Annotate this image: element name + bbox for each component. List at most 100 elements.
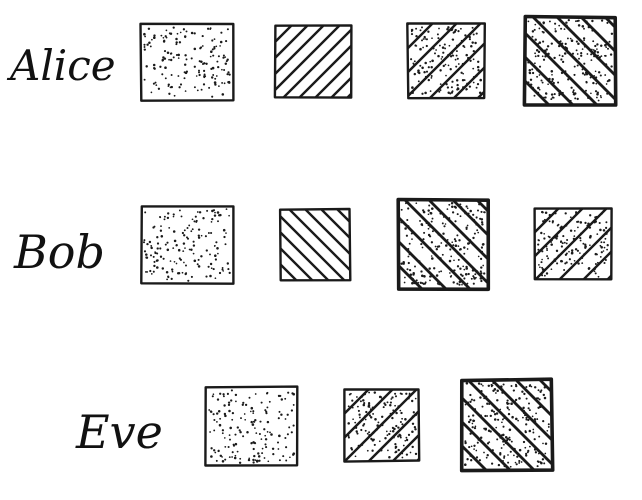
stipple-dot <box>584 221 587 225</box>
stipple-dot <box>185 58 188 61</box>
stipple-dot <box>479 396 482 399</box>
stipple-dot <box>433 267 436 270</box>
stipple-dot <box>550 241 553 243</box>
stipple-dot <box>169 52 172 55</box>
stipple-dot <box>469 59 472 62</box>
stipple-dot <box>604 63 608 66</box>
stipple-dot <box>516 455 519 458</box>
stipple-dot <box>534 420 537 423</box>
stipple-dot <box>458 239 461 242</box>
stipple-dot <box>583 73 586 76</box>
stipple-dot <box>502 459 504 462</box>
stipple-dot <box>244 418 247 421</box>
stipple-dot <box>455 65 458 68</box>
stipple-dot <box>368 414 372 417</box>
stipple-dot <box>577 262 580 265</box>
stipple-dot <box>470 277 473 280</box>
stipple-dot <box>564 46 567 48</box>
stipple-dot <box>504 436 508 439</box>
stipple-dot <box>570 39 574 42</box>
stipple-dot <box>436 42 438 45</box>
stipple-dot <box>183 229 186 232</box>
stipple-dot <box>535 412 538 415</box>
stipple-dot <box>525 423 528 426</box>
stipple-dot <box>356 432 359 435</box>
stipple-dot <box>216 398 220 401</box>
stipple-dot <box>464 440 467 443</box>
stipple-dot <box>485 456 488 459</box>
stipple-dot <box>190 57 193 60</box>
stipple-dot <box>542 442 544 445</box>
stipple-dot <box>212 74 215 76</box>
stipple-dot <box>557 81 560 84</box>
stipple-dot <box>564 42 567 46</box>
stipple-dot <box>458 283 461 286</box>
stipple-dot <box>217 252 219 255</box>
hatch-line <box>280 214 346 280</box>
stipple-dot <box>605 221 608 224</box>
stipple-dot <box>479 270 482 273</box>
stipple-dot <box>539 461 542 464</box>
stipple-dot <box>535 397 538 400</box>
stipple-dot <box>399 436 402 439</box>
stipple-dot <box>479 436 483 439</box>
stipple-dot <box>573 93 576 96</box>
stipple-dot <box>149 269 152 273</box>
stipple-dot <box>266 406 269 409</box>
stipple-dot <box>446 239 449 241</box>
stipple-dot <box>420 270 423 273</box>
stipple-dot <box>156 266 159 269</box>
hatch-line <box>462 468 464 470</box>
stipple-dot <box>203 69 206 72</box>
stipple-dot <box>553 258 556 261</box>
stipple-dot <box>467 415 470 418</box>
stipple-dot <box>197 258 200 261</box>
stipple-dot <box>469 239 472 242</box>
stipple-dot <box>235 400 237 403</box>
stipple-dot <box>440 270 443 273</box>
stipple-dot <box>484 414 487 418</box>
stipple-dot <box>536 425 539 428</box>
hatch-line <box>462 444 488 470</box>
stipple-dot <box>389 412 392 415</box>
stipple-dot <box>423 35 426 39</box>
stipple-dot <box>578 62 581 65</box>
hatch-line <box>280 278 282 280</box>
stipple-dot <box>421 246 424 249</box>
stipple-dot <box>196 263 199 266</box>
stipple-dot <box>350 392 352 395</box>
stipple-dot <box>569 229 573 232</box>
stipple-dot <box>474 408 477 411</box>
stipple-dot <box>600 44 603 47</box>
stipple-dot <box>572 237 576 241</box>
stipple-dot <box>529 78 533 82</box>
stipple-dot <box>477 255 480 258</box>
stipple-dot <box>540 79 543 82</box>
stipple-dot <box>447 64 450 67</box>
stipple-dot <box>231 418 234 421</box>
stipple-dot <box>209 253 211 256</box>
stipple-dot <box>264 409 267 412</box>
stipple-dot <box>421 224 424 227</box>
stipple-dot <box>167 212 170 215</box>
stipple-dot <box>475 86 478 89</box>
stipple-dot <box>382 406 385 409</box>
row-label-alice: Alice <box>6 41 116 90</box>
stipple-dot <box>153 34 156 37</box>
stipple-dot <box>566 37 569 40</box>
stipple-dot <box>146 43 149 46</box>
stipple-dot <box>213 214 217 217</box>
stipple-dot <box>467 272 470 276</box>
hatch-line <box>428 42 484 98</box>
stipple-dot <box>422 210 426 214</box>
stipple-dot <box>215 241 218 244</box>
stipple-dot <box>558 54 561 57</box>
stipple-dot <box>487 384 491 388</box>
stipple-dot <box>455 79 459 82</box>
stipple-dot <box>571 52 575 55</box>
stipple-dot <box>145 270 147 273</box>
hatch-line <box>525 31 599 105</box>
stipple-dot <box>360 395 364 398</box>
stipple-dot <box>584 245 587 248</box>
stipple-dot <box>260 401 263 404</box>
